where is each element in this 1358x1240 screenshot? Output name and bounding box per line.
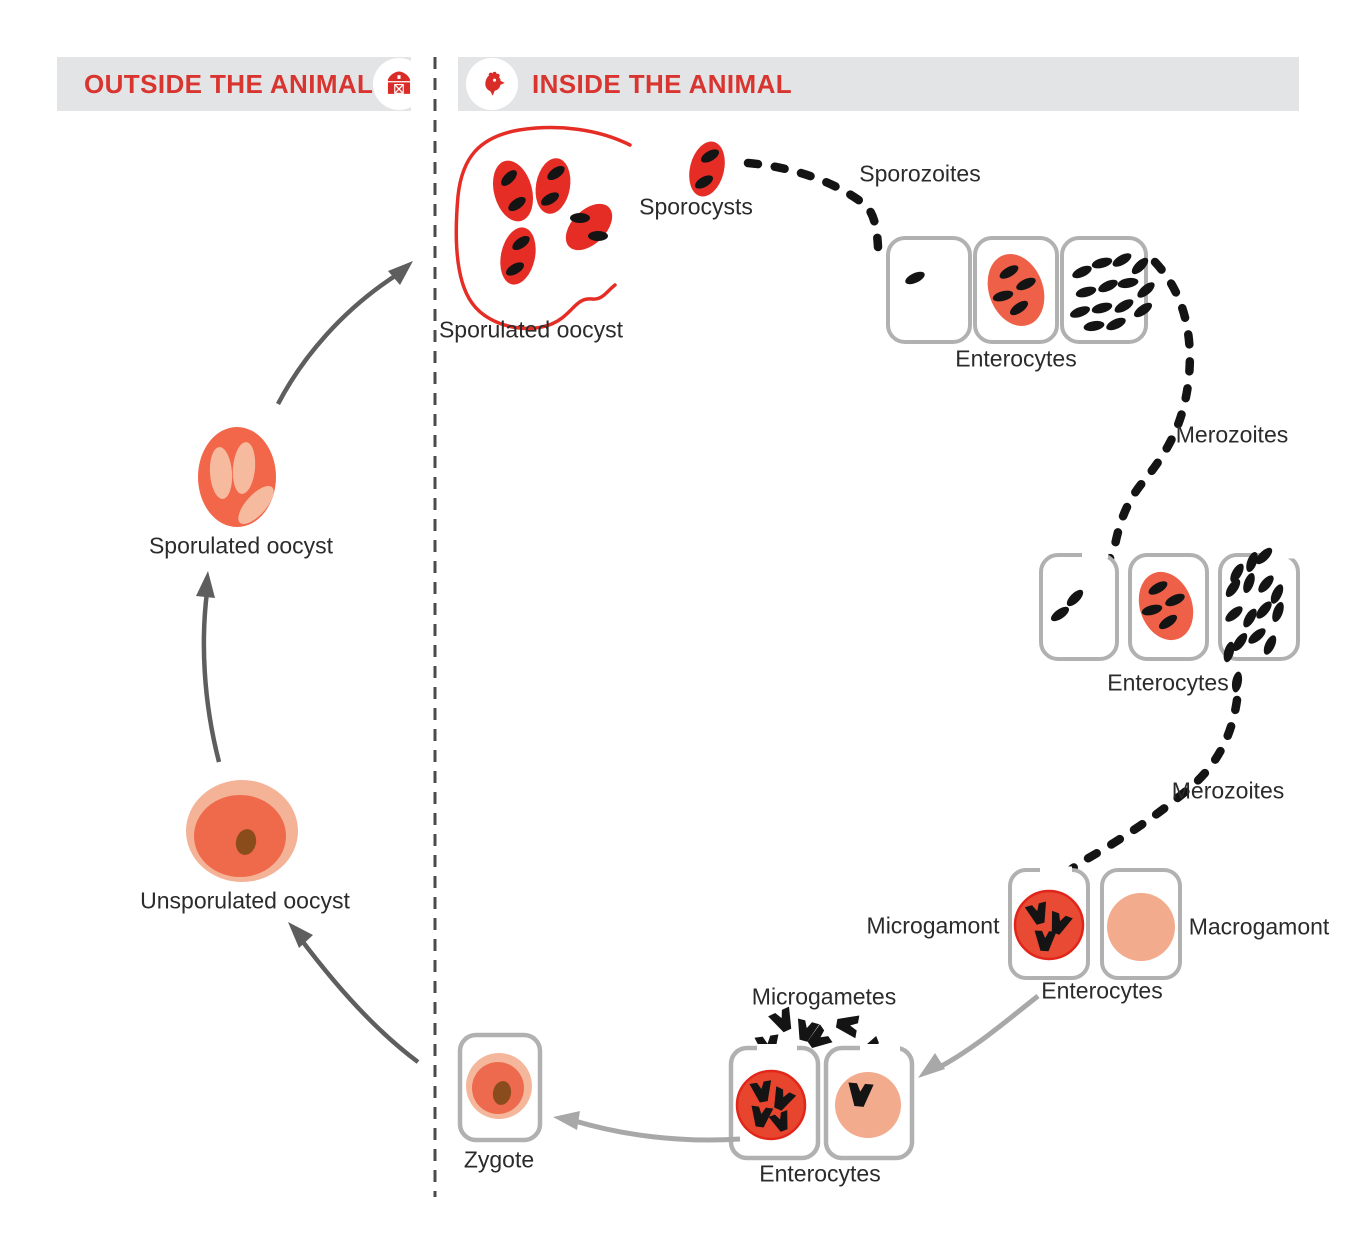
label-macrogamont: Macrogamont	[1188, 913, 1330, 940]
barn-icon	[373, 58, 426, 110]
header-inside-title: INSIDE THE ANIMAL	[532, 68, 793, 99]
enterocytes-row-1	[886, 236, 1158, 344]
unsporulated-oocyst-graphic	[186, 780, 298, 882]
label-enterocytes-4: Enterocytes	[759, 1160, 881, 1187]
arrow-gamonts-to-gametes	[918, 994, 1040, 1078]
label-merozoites-2: Merozoites	[1171, 777, 1285, 804]
label-merozoites-1: Merozoites	[1175, 421, 1289, 448]
label-unsporulated-oocyst: Unsporulated oocyst	[140, 887, 350, 914]
zygote-graphic	[457, 1032, 543, 1143]
arrow-zygote-to-unsporulated	[288, 922, 420, 1064]
header-outside-title: OUTSIDE THE ANIMAL	[84, 68, 374, 99]
sporocyst-graphic	[689, 141, 725, 197]
fertilization-enterocytes	[728, 1044, 915, 1161]
enterocytes-row-2	[1039, 545, 1300, 694]
header-inside: INSIDE THE ANIMAL	[458, 57, 1299, 111]
label-sporozoites: Sporozoites	[859, 160, 981, 187]
label-enterocytes-2: Enterocytes	[1107, 669, 1229, 696]
label-sporulated-oocyst-inside: Sporulated oocyst	[438, 316, 624, 343]
label-sporocysts: Sporocysts	[639, 193, 753, 220]
arrow-sporulated-to-inside	[276, 261, 413, 406]
label-microgamont: Microgamont	[866, 912, 1000, 939]
label-microgametes: Microgametes	[751, 983, 897, 1010]
arrow-unsporulated-to-sporulated	[196, 571, 222, 763]
label-enterocytes-3: Enterocytes	[1041, 977, 1163, 1004]
label-zygote: Zygote	[463, 1146, 535, 1173]
header-outside: OUTSIDE THE ANIMAL	[57, 57, 426, 111]
gamont-enterocytes	[1008, 866, 1182, 980]
sporozoite-trail	[743, 158, 883, 252]
sporulated-oocyst-inside-graphic	[454, 125, 632, 331]
rooster-icon	[466, 58, 518, 110]
label-enterocytes-1: Enterocytes	[955, 345, 1077, 372]
arrow-to-zygote	[553, 1111, 741, 1143]
label-sporulated-oocyst-outside: Sporulated oocyst	[148, 532, 334, 559]
sporulated-oocyst-outside-graphic	[198, 427, 276, 527]
